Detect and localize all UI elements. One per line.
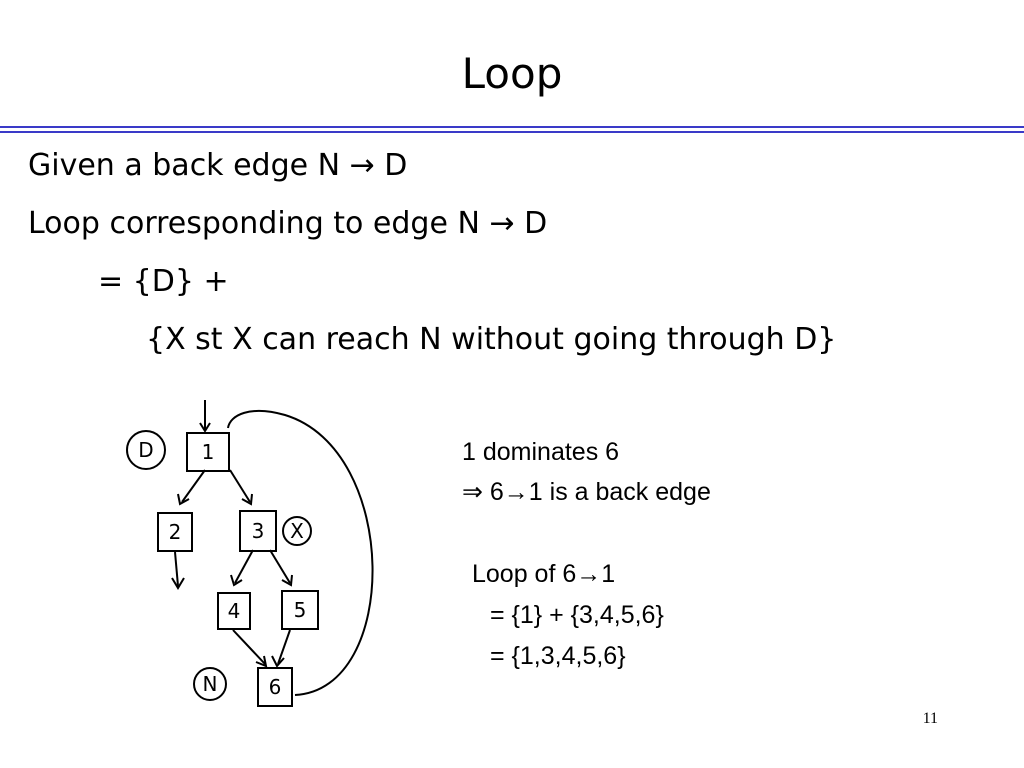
edge-3-to-4-arrowhead bbox=[230, 574, 243, 587]
body-line-2: Loop corresponding to edge N → D bbox=[28, 206, 548, 241]
node-1-box bbox=[186, 432, 230, 472]
edge-2-exit-arrowhead bbox=[171, 577, 185, 590]
node-3-box bbox=[239, 510, 277, 552]
slide-title: Loop bbox=[461, 49, 563, 98]
n-marker-circle bbox=[193, 667, 227, 701]
edge-4-to-6 bbox=[232, 629, 266, 665]
x-marker-label: X bbox=[290, 519, 304, 543]
edge-4-to-6-arrowhead bbox=[255, 655, 268, 668]
edge-1-to-2 bbox=[181, 469, 206, 503]
side-note-line-2: ⇒ 6→1 is a back edge bbox=[462, 478, 711, 506]
node-5-box bbox=[281, 590, 319, 630]
node-1-label: 1 bbox=[202, 440, 215, 464]
edge-1-to-2-arrowhead bbox=[177, 493, 190, 506]
x-marker-circle bbox=[282, 516, 312, 546]
back-edge-6-to-1 bbox=[227, 410, 374, 696]
node-3-label: 3 bbox=[252, 519, 265, 543]
side-note-line-5: = {1,3,4,5,6} bbox=[490, 642, 626, 670]
title-divider-top bbox=[0, 126, 1024, 128]
node-2-box bbox=[157, 512, 193, 552]
edge-1-to-3 bbox=[229, 469, 251, 503]
node-6-box bbox=[257, 667, 293, 707]
page-number: 11 bbox=[922, 710, 938, 727]
side-note-line-1: 1 dominates 6 bbox=[462, 438, 620, 466]
edge-3-to-5 bbox=[269, 549, 291, 584]
side-note-line-3: Loop of 6→1 bbox=[472, 560, 616, 588]
node-2-label: 2 bbox=[169, 520, 182, 544]
edge-1-to-3-arrowhead bbox=[241, 493, 253, 506]
dominator-marker-label: D bbox=[138, 438, 153, 462]
entry-arrowhead bbox=[199, 422, 211, 433]
title-divider-bottom bbox=[0, 131, 1024, 133]
node-5-label: 5 bbox=[294, 598, 307, 622]
control-flow-graph: 1 2 3 4 5 6 D X N bbox=[126, 400, 374, 707]
edge-3-to-4 bbox=[234, 549, 254, 584]
body-line-3: = {D} + bbox=[98, 264, 229, 299]
side-note-line-4: = {1} + {3,4,5,6} bbox=[490, 601, 664, 629]
dominator-marker-circle bbox=[126, 430, 166, 470]
body-line-1: Given a back edge N → D bbox=[28, 148, 408, 183]
n-marker-label: N bbox=[203, 672, 218, 696]
edge-5-to-6-arrowhead bbox=[271, 655, 285, 668]
node-4-label: 4 bbox=[228, 599, 241, 623]
edge-5-to-6 bbox=[277, 629, 291, 665]
node-6-label: 6 bbox=[269, 675, 282, 699]
edge-2-exit bbox=[174, 551, 179, 587]
body-line-4: {X st X can reach N without going throug… bbox=[146, 322, 837, 357]
node-4-box bbox=[217, 592, 251, 630]
edge-3-to-5-arrowhead bbox=[281, 574, 293, 587]
